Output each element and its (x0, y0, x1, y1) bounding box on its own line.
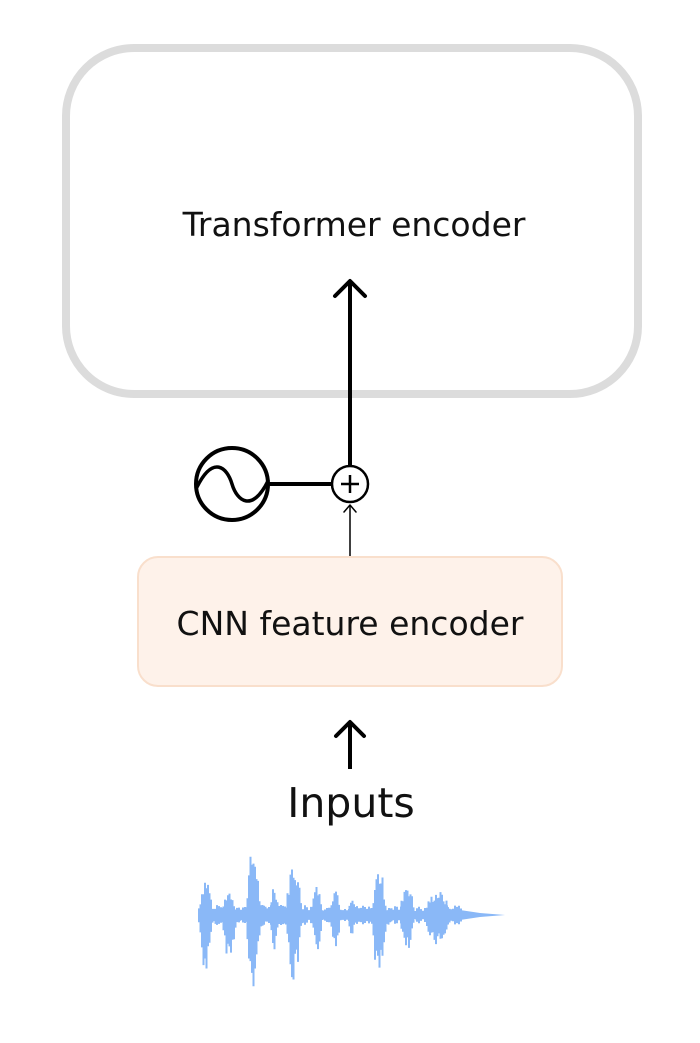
transformer-encoder-block: Transformer encoder (62, 44, 642, 398)
waveform-tail (460, 910, 505, 920)
sine-wave-circle-icon (194, 446, 270, 522)
waveform-icon (198, 856, 505, 987)
plus-circle-icon (330, 464, 370, 504)
arrow-cnn-to-plus-head (343, 504, 357, 513)
inputs-label: Inputs (287, 779, 415, 827)
cnn-feature-encoder-box (137, 556, 563, 687)
arrow-inputs-to-cnn (334, 720, 366, 769)
cnn-feature-encoder-label: CNN feature encoder (177, 604, 524, 643)
arrow-to-transformer-head (333, 279, 367, 298)
arrow-to-transformer (333, 279, 367, 467)
cnn-feature-encoder-block: CNN feature encoder (137, 556, 563, 687)
arrow-cnn-to-plus (343, 504, 357, 556)
arrow-inputs-to-cnn-head (334, 720, 366, 738)
waveform-bars (198, 856, 463, 987)
sine-wave-curve (195, 465, 270, 503)
transformer-encoder-label: Transformer encoder (182, 205, 526, 244)
